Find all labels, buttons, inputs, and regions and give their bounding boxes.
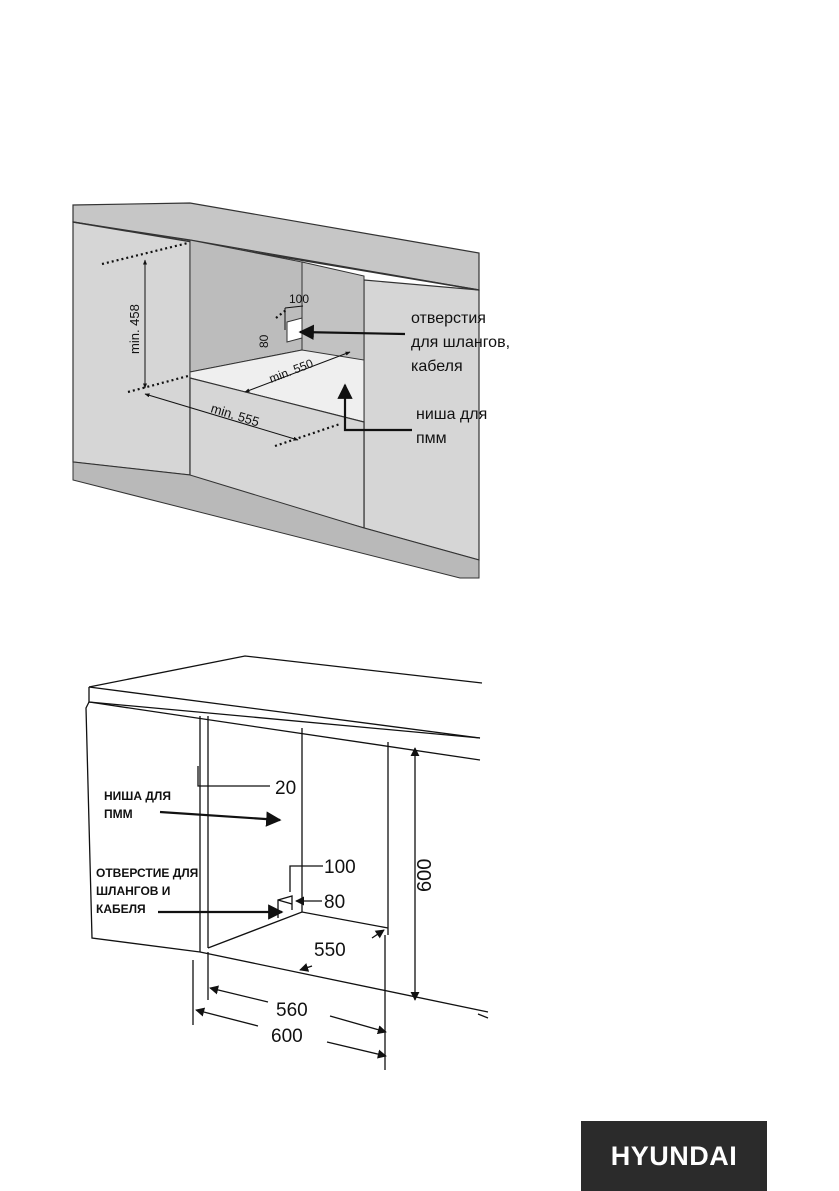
dim-hole-width-label-b: 100 xyxy=(324,857,356,878)
dim-inner-width-label: 560 xyxy=(276,1000,308,1021)
hole-callout: отверстия для шлангов, кабеля xyxy=(411,310,514,375)
plinth xyxy=(72,461,480,579)
dim-outer-width-label: 600 xyxy=(271,1026,303,1047)
niche-callout-b: НИША ДЛЯ ПММ xyxy=(104,789,174,821)
niche-pointer-arrow xyxy=(337,383,412,432)
hyundai-logo: HYUNDAI xyxy=(581,1121,767,1191)
hole-callout-b: ОТВЕРСТИЕ ДЛЯ ШЛАНГОВ И КАБЕЛЯ xyxy=(96,866,202,916)
dim-width-line xyxy=(144,393,299,441)
niche-callout: ниша для пмм xyxy=(416,406,492,447)
diagram-top: min. 458 min. 555 min. 550 100 80 отверс… xyxy=(72,202,514,579)
dim-depth-line xyxy=(244,351,351,393)
dim-gap-label: 20 xyxy=(275,778,296,799)
dim-height-label-b: 600 xyxy=(414,859,436,892)
hole-opening xyxy=(286,317,303,343)
dim-depth-label-b: 550 xyxy=(314,940,346,961)
dim-height-label: min. 458 xyxy=(127,304,142,354)
dim-hole-width-label: 100 xyxy=(289,292,309,306)
diagram-bottom-labels: 20 100 80 550 560 600 600 НИША ДЛЯ ПММ О… xyxy=(96,778,436,1047)
dim-hole-height-label: 80 xyxy=(257,334,271,348)
niche-pointer-arrow-b xyxy=(159,810,282,827)
niche-back-wall xyxy=(189,239,303,373)
hole-pointer-arrow xyxy=(298,324,406,340)
dim-hole-height-label-b: 80 xyxy=(324,892,345,913)
diagram-bottom xyxy=(85,655,489,1070)
